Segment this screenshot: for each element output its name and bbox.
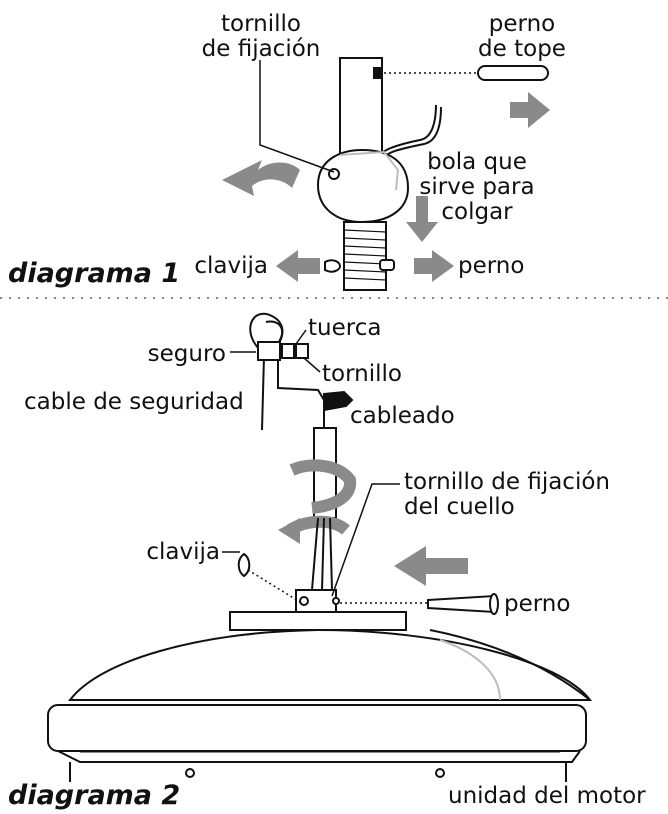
- diagram1-art: [259, 57, 549, 291]
- label-stop-pin: perno de tope: [462, 12, 582, 62]
- label-motor-unit: unidad del motor: [448, 783, 646, 809]
- diagram1-arrows: [222, 92, 550, 282]
- clip-d2: [237, 552, 251, 578]
- arrow-pin-right: [414, 250, 454, 282]
- label-safety-cable: cable de seguridad: [24, 389, 244, 415]
- hanger-ball: [316, 148, 410, 224]
- label-pin-d1: perno: [458, 253, 525, 279]
- label-collar-set-screw: tornillo de fijación del cuello: [404, 470, 610, 520]
- label-wiring: cableado: [350, 403, 455, 429]
- label-set-screw-text: tornillo de fijación: [201, 11, 321, 62]
- arrow-rotate-tip: [278, 518, 300, 544]
- motor-base-plate: [229, 611, 407, 631]
- label-hanger-ball-text: bola que sirve para colgar: [419, 149, 535, 225]
- wiring-black: [323, 390, 354, 412]
- label-set-screw: tornillo de fijación: [186, 12, 336, 62]
- label-clip-d2: clavija: [146, 539, 220, 565]
- diagram2-art: [47, 312, 593, 782]
- arrow-stop-pin-right: [510, 92, 550, 128]
- arrow-curved-left: [222, 160, 300, 196]
- bolt-block: [295, 343, 309, 359]
- pin-d2: [427, 594, 495, 614]
- motor-dome: [67, 628, 593, 701]
- pin-d1: [379, 259, 395, 271]
- arrow-hanger-down: [406, 196, 438, 242]
- label-pin-d2: perno: [504, 591, 571, 617]
- label-lock: seguro: [147, 341, 226, 367]
- arrow-pin-left: [394, 546, 468, 586]
- stop-pin: [477, 65, 549, 81]
- label-stop-pin-text: perno de tope: [478, 11, 566, 62]
- arrow-clip-left: [276, 250, 320, 282]
- lock-block: [257, 341, 281, 361]
- label-collar-set-screw-text: tornillo de fijación del cuello: [404, 469, 610, 520]
- clip-d1: [324, 259, 342, 273]
- diagram1-title: diagrama 1: [8, 258, 181, 289]
- label-hanger-ball: bola que sirve para colgar: [410, 150, 544, 225]
- label-clip-d1: clavija: [194, 253, 268, 279]
- nut-block: [281, 343, 295, 359]
- label-bolt: tornillo: [322, 361, 402, 387]
- label-nut: tuerca: [308, 315, 382, 341]
- diagram2-title: diagrama 2: [8, 780, 181, 811]
- motor-rim: [47, 704, 587, 752]
- stop-pin-hole: [373, 67, 381, 79]
